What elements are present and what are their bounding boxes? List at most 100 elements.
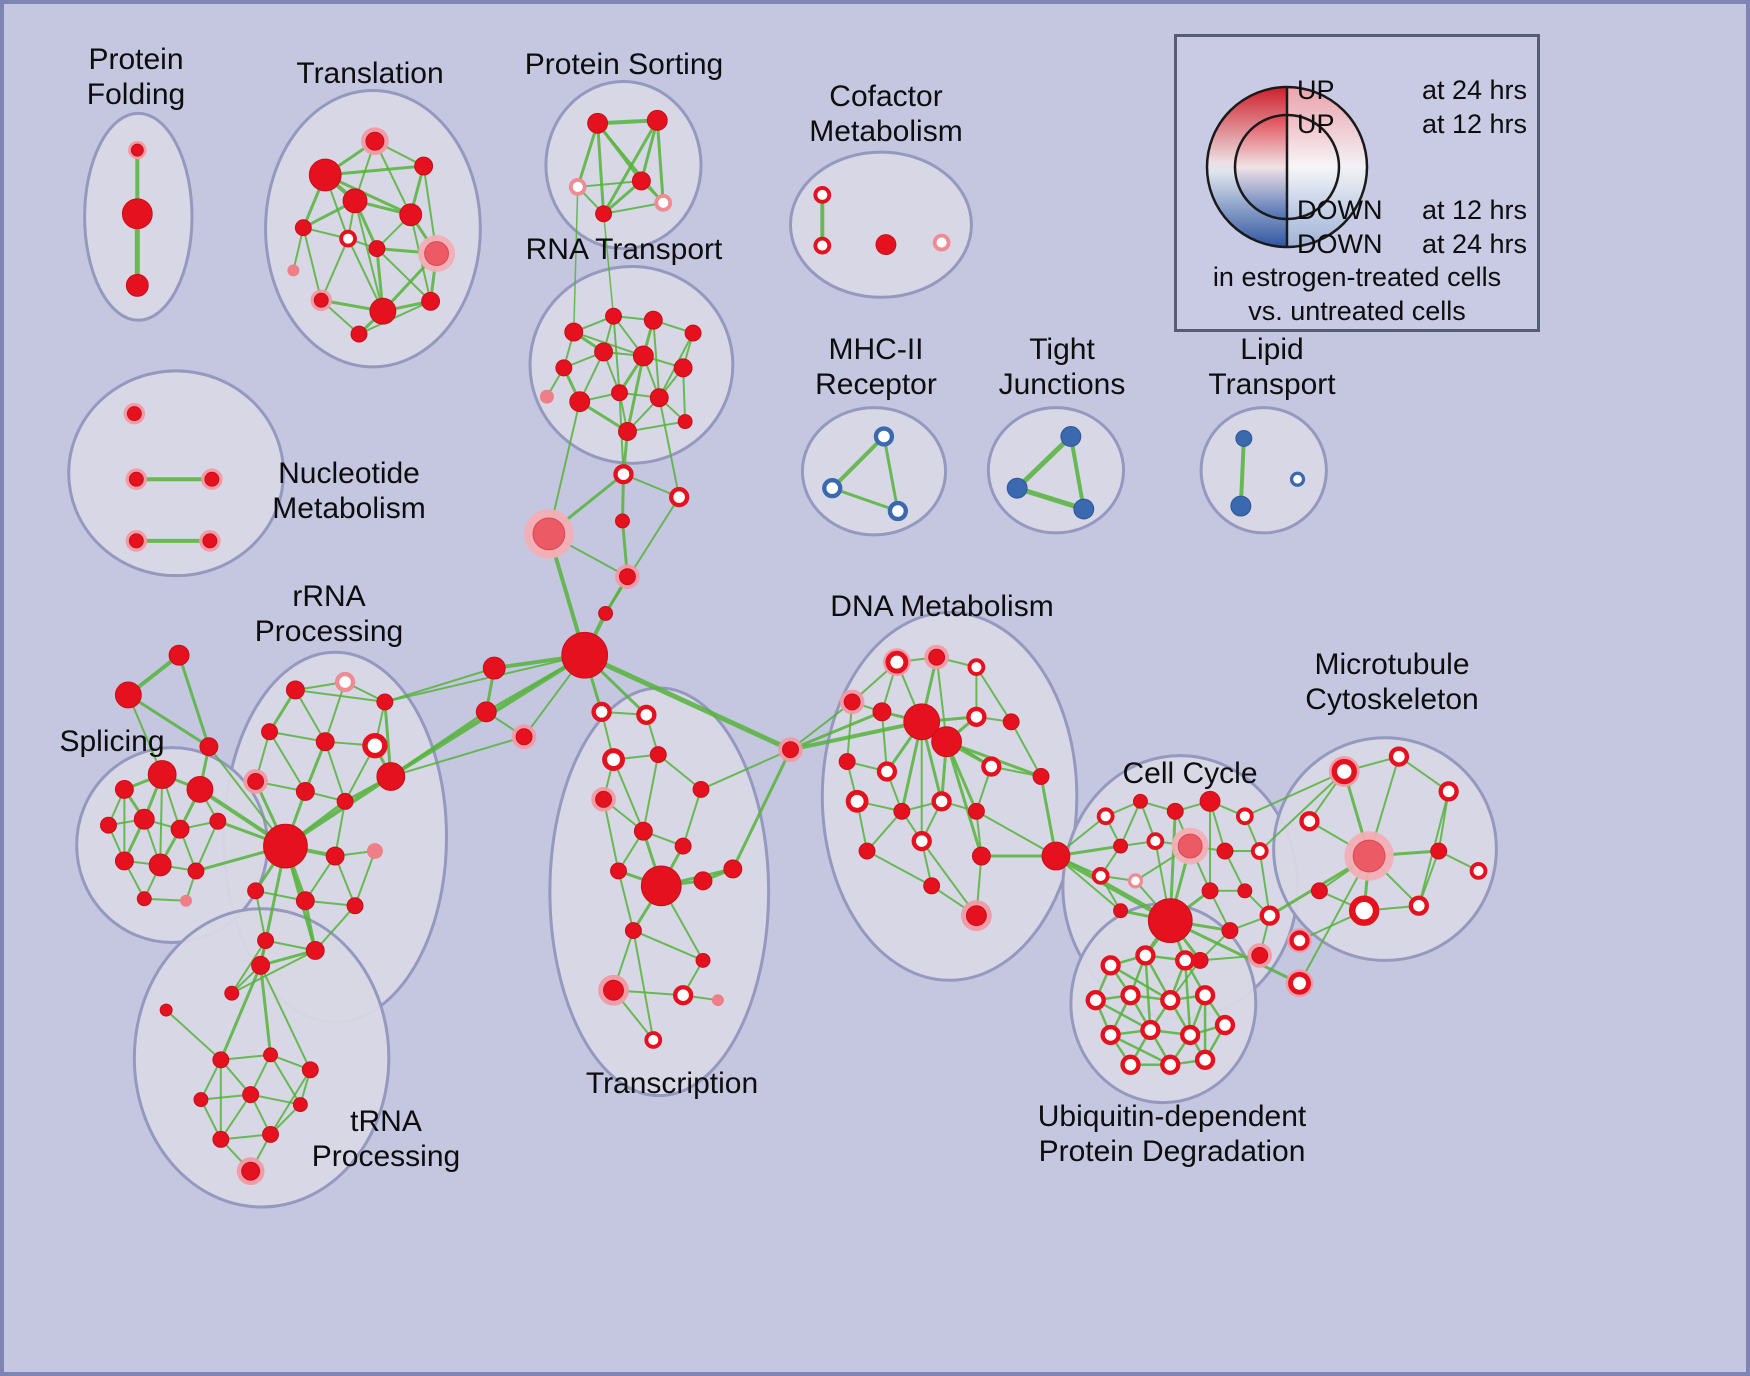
cluster-trna-processing xyxy=(132,907,391,1209)
node-136 xyxy=(911,830,932,852)
node-91 xyxy=(224,985,240,1001)
node-44 xyxy=(615,513,630,529)
node-59 xyxy=(114,681,142,709)
node-110 xyxy=(693,871,713,891)
node-68 xyxy=(114,851,134,871)
edge xyxy=(632,929,655,1041)
edge xyxy=(639,118,659,183)
edge xyxy=(219,963,263,1062)
edge xyxy=(230,949,317,995)
legend-box: UP at 24 hrs UP at 12 hrs DOWN at 12 hrs… xyxy=(1174,34,1540,332)
node-33 xyxy=(632,345,654,367)
node-60 xyxy=(199,737,219,757)
edge xyxy=(269,1053,302,1106)
edge xyxy=(323,164,426,177)
node-97 xyxy=(193,1092,209,1108)
node-157 xyxy=(1259,905,1280,926)
node-90 xyxy=(305,941,325,960)
edge xyxy=(126,693,211,749)
edge xyxy=(788,719,924,752)
node-123 xyxy=(872,702,892,722)
network-svg xyxy=(67,80,1498,1209)
edge xyxy=(789,700,854,751)
cluster-label-protein-folding: Protein Folding xyxy=(86,43,186,112)
node-134 xyxy=(931,791,952,812)
node-55 xyxy=(204,471,220,487)
node-173 xyxy=(1288,971,1311,995)
node-192 xyxy=(1006,477,1028,499)
edge xyxy=(945,740,983,858)
node-114 xyxy=(603,979,624,1001)
node-62 xyxy=(147,760,177,789)
cluster-label-rrna-processing: rRNA Processing xyxy=(254,580,404,649)
edge xyxy=(655,118,665,205)
node-49 xyxy=(475,701,497,723)
node-51 xyxy=(591,701,612,723)
node-83 xyxy=(263,823,308,869)
edge xyxy=(612,315,621,394)
edge xyxy=(383,654,586,703)
node-3 xyxy=(308,158,342,192)
node-158 xyxy=(1113,903,1129,919)
node-19 xyxy=(568,178,587,196)
node-45 xyxy=(618,568,636,586)
node-76 xyxy=(261,723,278,741)
node-43 xyxy=(532,517,566,551)
node-75 xyxy=(376,693,394,711)
node-13 xyxy=(369,297,397,325)
node-101 xyxy=(262,1125,279,1143)
node-96 xyxy=(301,1061,319,1079)
legend-down24-label: DOWN xyxy=(1297,229,1383,259)
edge xyxy=(324,740,347,803)
edge xyxy=(602,213,615,317)
node-14 xyxy=(421,291,441,311)
edge xyxy=(975,666,1013,723)
edge xyxy=(259,964,312,1071)
edge xyxy=(632,929,704,962)
cluster-label-microtubule-cytoskeleton: Microtubule Cytoskeleton xyxy=(1305,648,1479,717)
node-82 xyxy=(336,792,354,810)
node-109 xyxy=(640,865,682,907)
node-1 xyxy=(121,198,153,230)
node-194 xyxy=(1235,430,1253,447)
node-135 xyxy=(967,802,985,820)
edge xyxy=(975,810,1057,858)
node-118 xyxy=(723,859,743,879)
node-139 xyxy=(923,877,941,895)
cluster-label-translation: Translation xyxy=(296,57,444,90)
edge xyxy=(573,186,579,333)
node-71 xyxy=(136,891,152,907)
cluster-label-lipid-transport: Lipid Transport xyxy=(1208,333,1336,402)
node-175 xyxy=(1135,945,1156,966)
legend-gradient-circle-icon xyxy=(1205,85,1369,249)
node-50 xyxy=(515,728,533,746)
node-78 xyxy=(362,732,388,759)
node-125 xyxy=(931,726,962,758)
edge xyxy=(602,201,665,215)
node-174 xyxy=(1100,955,1121,976)
node-70 xyxy=(187,862,205,880)
node-180 xyxy=(1194,985,1216,1006)
edge xyxy=(596,122,665,204)
edge xyxy=(626,420,687,433)
node-11 xyxy=(424,241,449,266)
node-138 xyxy=(971,846,991,866)
edge xyxy=(314,904,357,952)
cluster-label-rna-transport: RNA Transport xyxy=(525,233,723,266)
node-168 xyxy=(1469,862,1488,880)
node-61 xyxy=(114,779,134,799)
node-28 xyxy=(605,307,622,325)
node-111 xyxy=(610,862,627,880)
node-179 xyxy=(1160,990,1181,1011)
node-69 xyxy=(148,853,172,877)
node-140 xyxy=(965,905,987,927)
node-12 xyxy=(313,292,329,308)
node-30 xyxy=(684,324,702,342)
node-128 xyxy=(838,753,856,771)
node-119 xyxy=(885,650,909,674)
node-105 xyxy=(692,780,710,798)
node-156 xyxy=(1237,883,1253,899)
edge xyxy=(358,300,432,336)
node-7 xyxy=(342,188,368,214)
